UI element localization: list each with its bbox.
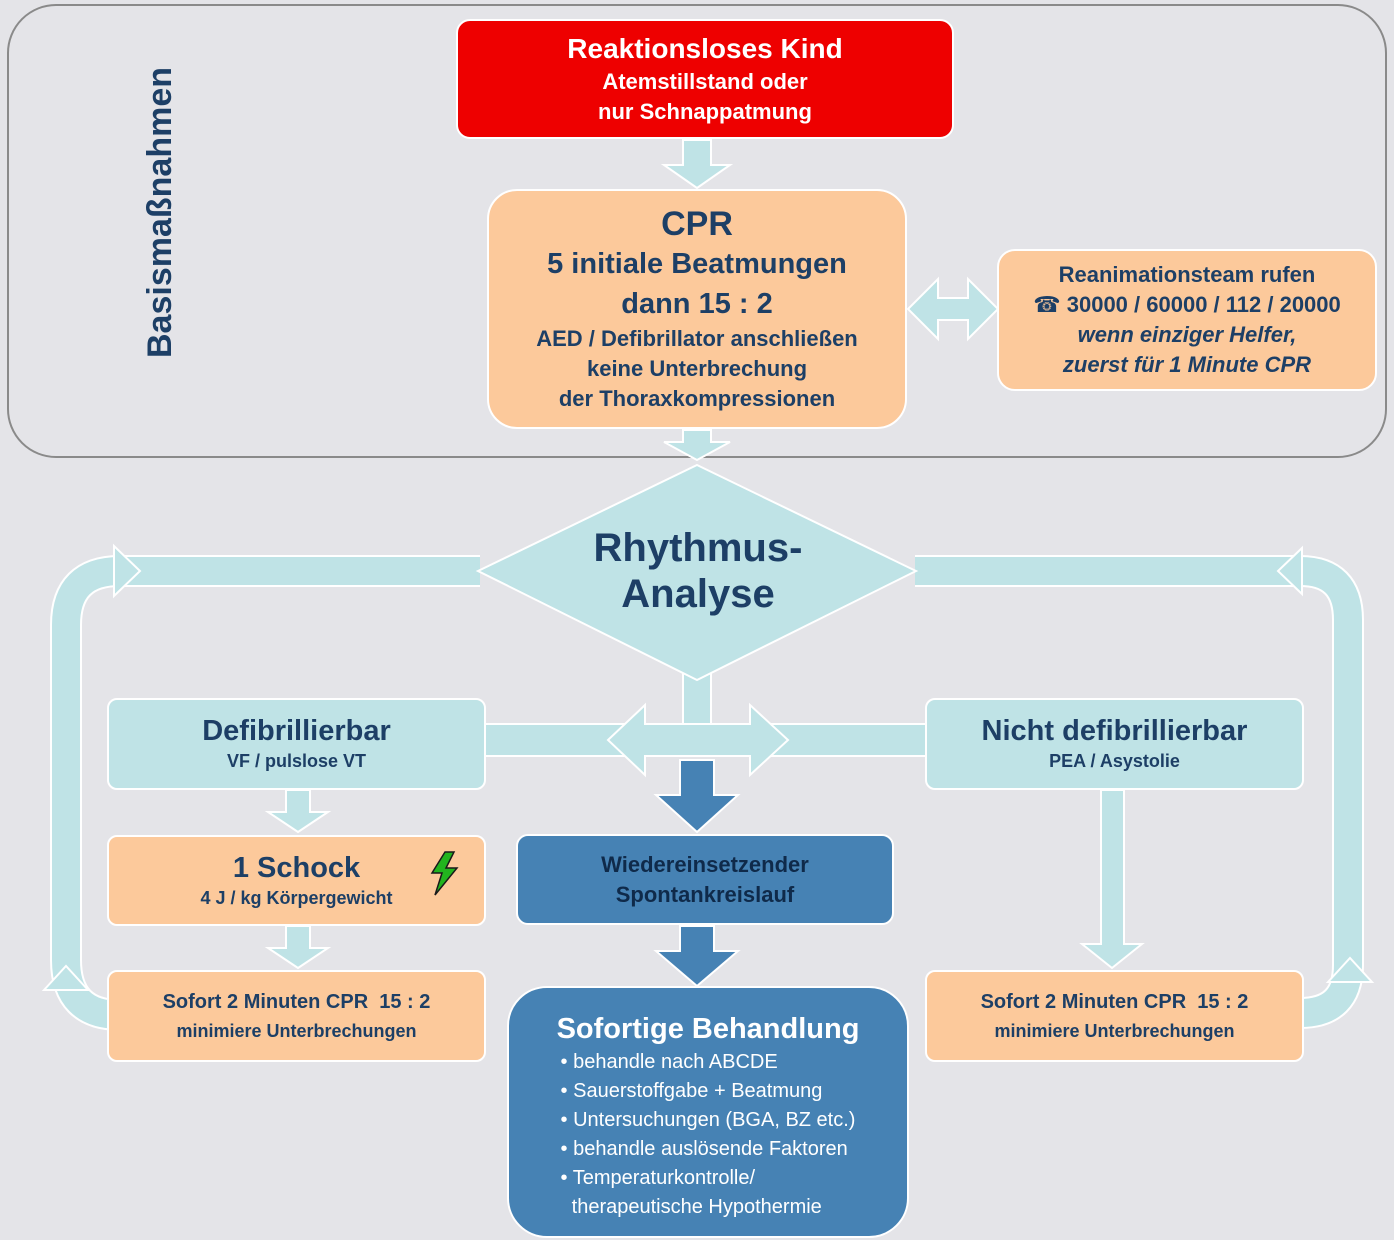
treatment-list: • behandle nach ABCDE • Sauerstoffgabe +… xyxy=(561,1048,856,1222)
arrow-cpr-to-analysis xyxy=(663,429,731,462)
loop-right-arrowhead xyxy=(1276,545,1303,597)
rosc-line1: Wiedereinsetzender xyxy=(601,851,809,877)
cpr-line1: 5 initiale Beatmungen xyxy=(547,248,847,280)
team-note2: zuerst für 1 Minute CPR xyxy=(1062,352,1312,377)
cpr-line4: keine Unterbrechung xyxy=(586,356,808,381)
arrow-start-to-cpr xyxy=(660,139,734,190)
team-title: Reanimationsteam rufen xyxy=(1058,262,1316,287)
analysis-label: Rhythmus- Analyse xyxy=(528,525,868,617)
analysis-line2: Analyse xyxy=(621,572,775,616)
list-item: therapeutische Hypothermie xyxy=(560,1196,822,1218)
cpr-left-line2: minimiere Unterbrechungen xyxy=(176,1021,417,1041)
cpr-line2: dann 15 : 2 xyxy=(621,288,773,320)
list-item: • behandle auslösende Faktoren xyxy=(560,1138,848,1160)
cpr-right-line2: minimiere Unterbrechungen xyxy=(994,1021,1235,1041)
section-label: Basismaßnahmen xyxy=(141,67,179,358)
shock-subtitle: 4 J / kg Körpergewicht xyxy=(200,887,393,908)
list-item: • Untersuchungen (BGA, BZ etc.) xyxy=(560,1109,856,1131)
start-line1: Atemstillstand oder xyxy=(602,69,808,94)
start-box: Reaktionsloses Kind Atemstillstand oder … xyxy=(456,19,954,139)
analysis-line1: Rhythmus- xyxy=(593,526,803,570)
shockable-title: Defibrillierbar xyxy=(202,715,391,747)
arrow-shock-to-cpr xyxy=(264,925,332,970)
nonshockable-title: Nicht defibrillierbar xyxy=(981,715,1248,747)
list-item: • Sauerstoffgabe + Beatmung xyxy=(560,1080,823,1102)
arrow-to-rosc xyxy=(653,759,741,834)
rosc-line2: Spontankreislauf xyxy=(615,881,795,907)
list-item: • behandle nach ABCDE xyxy=(560,1051,778,1073)
cpr-line5: der Thoraxkompressionen xyxy=(558,386,836,411)
rosc-box: Wiedereinsetzender Spontankreislauf xyxy=(516,834,894,925)
shock-box: 1 Schock 4 J / kg Körpergewicht xyxy=(107,835,486,926)
shock-title: 1 Schock xyxy=(232,851,361,884)
arrow-to-treatment xyxy=(653,925,741,988)
arrow-shockable-to-shock xyxy=(264,789,332,834)
loop-left-up-arrowhead xyxy=(41,964,91,991)
team-numbers: 30000 / 60000 / 112 / 20000 xyxy=(1066,292,1341,317)
start-title: Reaktionsloses Kind xyxy=(567,33,843,64)
list-item: • Temperaturkontrolle/ xyxy=(560,1167,756,1189)
cpr-title: CPR xyxy=(661,205,733,243)
team-box: Reanimationsteam rufen ☎ 30000 / 60000 /… xyxy=(997,249,1377,391)
analysis-diamond xyxy=(475,463,919,682)
nonshockable-subtitle: PEA / Asystolie xyxy=(1049,751,1180,771)
team-note1: wenn einziger Helfer, xyxy=(1077,322,1297,347)
shockable-subtitle: VF / pulslose VT xyxy=(226,751,367,771)
treatment-title: Sofortige Behandlung xyxy=(556,1013,860,1045)
cpr-right-box: Sofort 2 Minuten CPR 15 : 2 minimiere Un… xyxy=(925,970,1304,1062)
loop-left-arrowhead xyxy=(113,543,142,599)
lightning-icon xyxy=(430,851,459,896)
nonshockable-box: Nicht defibrillierbar PEA / Asystolie xyxy=(925,698,1304,790)
phone-icon: ☎ xyxy=(1033,292,1061,317)
cpr-line3: AED / Defibrillator anschließen xyxy=(536,326,858,351)
treatment-box: Sofortige Behandlung • behandle nach ABC… xyxy=(507,986,909,1238)
loop-right-up-arrowhead xyxy=(1325,956,1375,983)
arrow-split xyxy=(606,702,790,778)
arrow-nonshockable-to-cpr xyxy=(1079,789,1145,970)
start-line2: nur Schnappatmung xyxy=(598,99,812,124)
cpr-box: CPR 5 initiale Beatmungen dann 15 : 2 AE… xyxy=(487,189,907,429)
shockable-box: Defibrillierbar VF / pulslose VT xyxy=(107,698,486,790)
cpr-left-box: Sofort 2 Minuten CPR 15 : 2 minimiere Un… xyxy=(107,970,486,1062)
cpr-right-line1: Sofort 2 Minuten CPR 15 : 2 xyxy=(980,991,1249,1013)
cpr-left-line1: Sofort 2 Minuten CPR 15 : 2 xyxy=(162,991,431,1013)
